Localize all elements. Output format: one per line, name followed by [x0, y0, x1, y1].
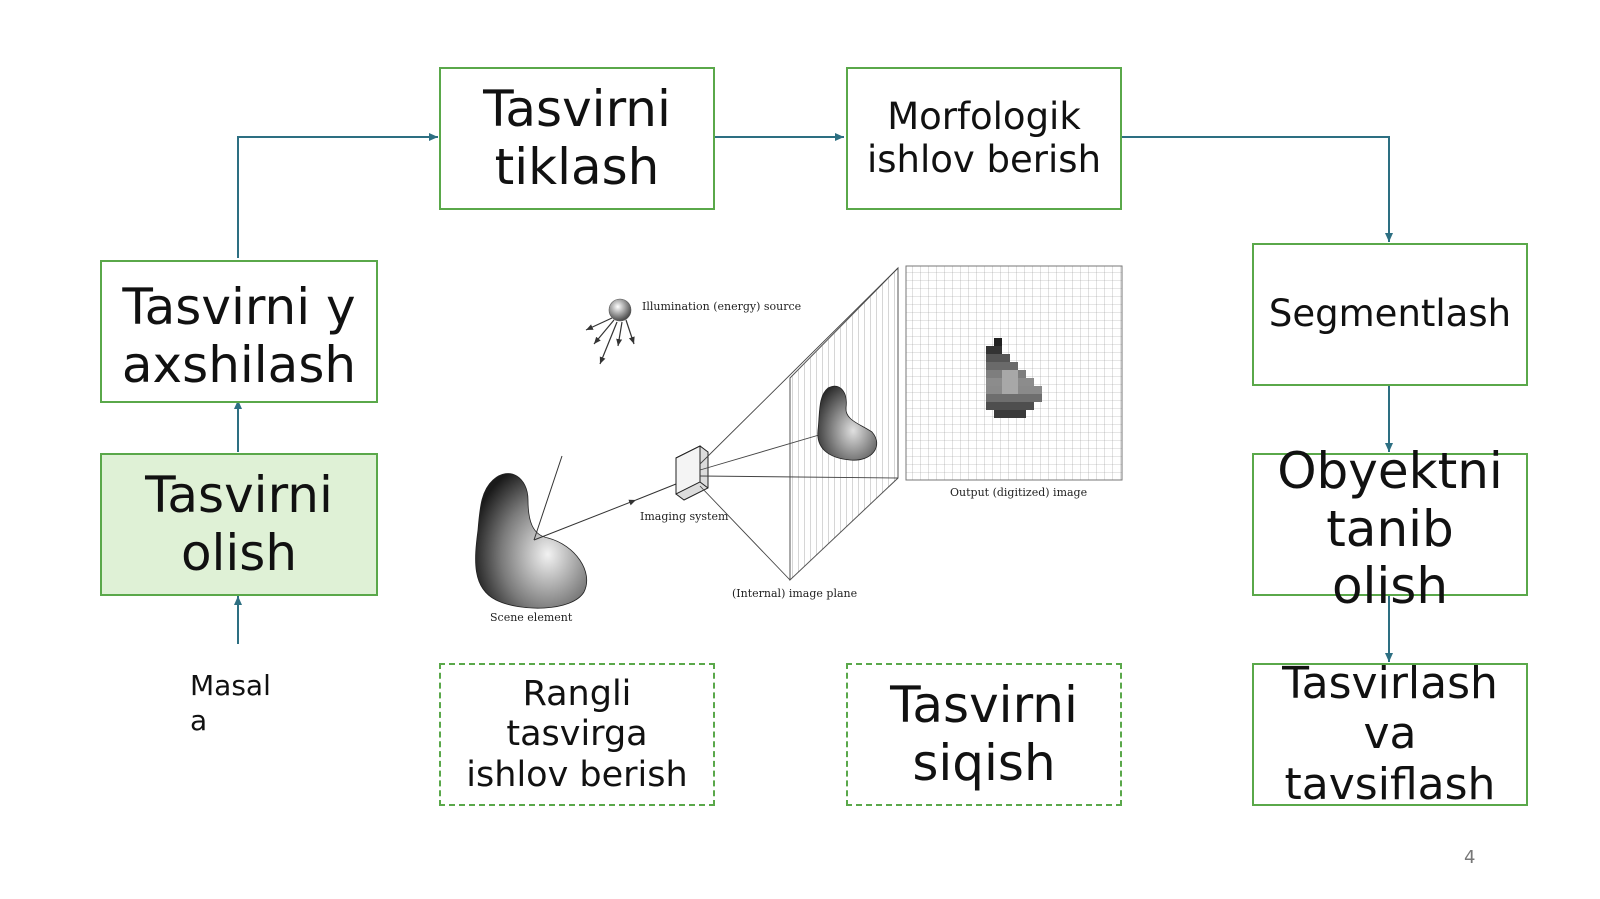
illumination-label: Illumination (energy) source	[642, 300, 801, 313]
box-tasvirni-tiklash: Tasvirni tiklash	[439, 67, 715, 210]
imaging-system-label: Imaging system	[640, 510, 729, 523]
box-segmentlash: Segmentlash	[1252, 243, 1528, 386]
image-plane-label: (Internal) image plane	[732, 587, 857, 600]
box-tasvirni-siqish: Tasvirni siqish	[846, 663, 1122, 806]
illumination-source-icon	[585, 298, 635, 365]
box-morfologik-ishlov-berish: Morfologik ishlov berish	[846, 67, 1122, 210]
box-tasvirni-olish: Tasvirni olish	[100, 453, 378, 596]
imaging-system-icon	[675, 445, 709, 501]
box-obyektni-tanib-olish: Obyektni tanib olish	[1252, 443, 1528, 615]
scene-element-label: Scene element	[490, 611, 573, 624]
masala-label: Masala	[190, 669, 271, 737]
box-label: Tasvirni tiklash	[483, 80, 671, 196]
box-label: Morfologik ishlov berish	[866, 94, 1102, 181]
arrow-morfologik-to-segmentlash	[1121, 136, 1393, 242]
projected-object-shape	[817, 385, 878, 461]
box-label: Rangli tasvirga ishlov berish	[466, 674, 688, 795]
box-rangli-tasvirga-ishlov-berish: Rangli tasvirga ishlov berish	[439, 663, 715, 806]
output-image-label: Output (digitized) image	[950, 486, 1087, 499]
page-number: 4	[1464, 847, 1476, 868]
box-label: Tasvirni yaxshilash	[121, 278, 357, 394]
box-label: Tasvirni siqish	[890, 676, 1078, 792]
scene-element-shape	[475, 473, 588, 609]
box-label: Tasvirlash va tavsiflash	[1282, 657, 1498, 810]
arrow-yaxshilash-to-tiklash	[237, 133, 438, 258]
box-label: Obyektni tanib olish	[1277, 442, 1503, 616]
box-label: Tasvirni olish	[145, 466, 333, 582]
digitized-object-pixels	[986, 338, 1042, 418]
box-tasvirni-yaxshilash: Tasvirni yaxshilash	[100, 260, 378, 403]
box-tasvirlash-va-tavsiflash: Tasvirlash va tavsiflash	[1252, 658, 1528, 810]
box-label: Segmentlash	[1268, 292, 1512, 336]
